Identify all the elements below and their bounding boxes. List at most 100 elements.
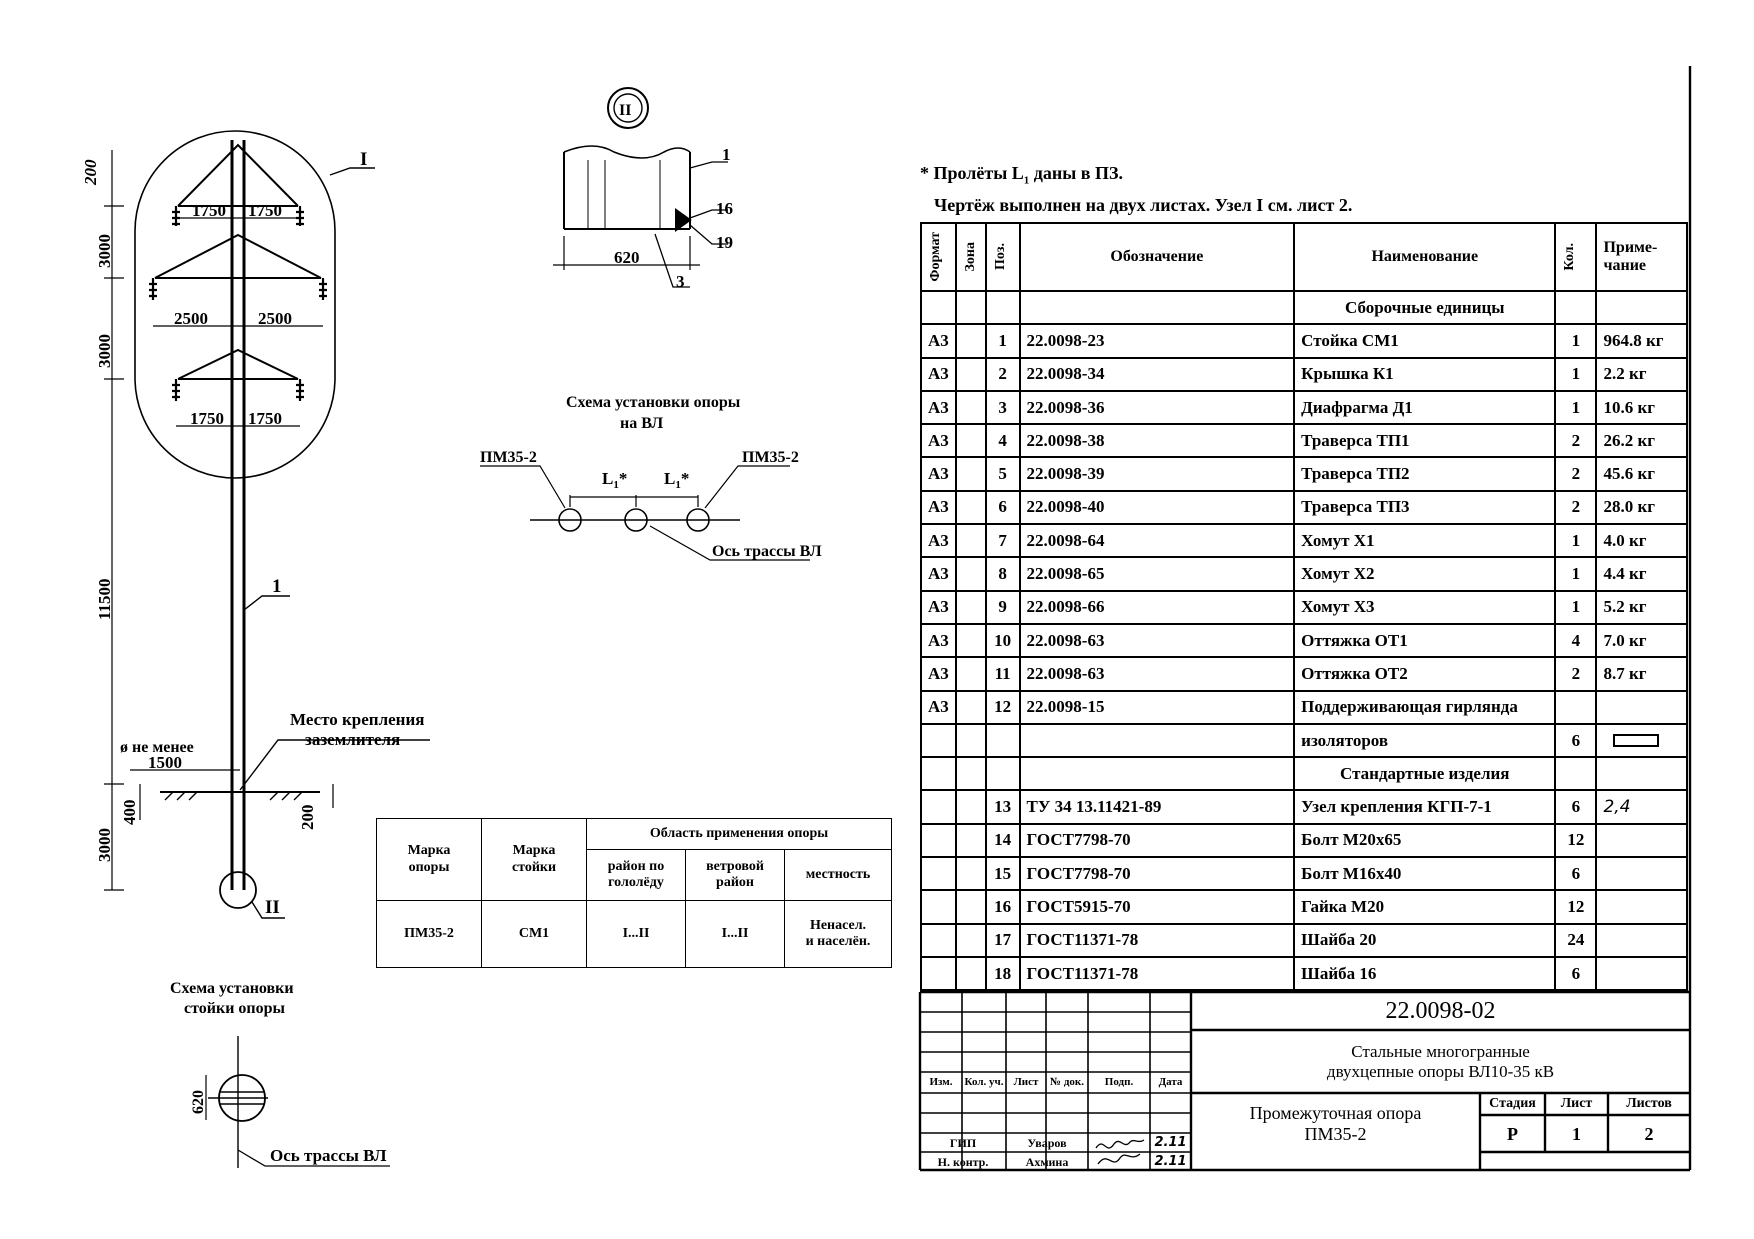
spec-cell-name: Хомут Х2 bbox=[1293, 556, 1557, 592]
dim-3000-b: 3000 bbox=[95, 334, 114, 368]
spec-cell-zone bbox=[954, 955, 987, 992]
node-callout-1: 1 bbox=[722, 145, 731, 164]
spec-cell-qty: 2 bbox=[1554, 456, 1598, 492]
spec-cell-format bbox=[920, 955, 957, 992]
spec-cell-qty: 12 bbox=[1554, 889, 1598, 925]
section-row: Стандартные изделия bbox=[920, 756, 1688, 792]
spec-cell-designation: ГОСТ11371-78 bbox=[1018, 922, 1296, 958]
stand-scheme-title-2: стойки опоры bbox=[184, 1000, 286, 1017]
spec-cell-note bbox=[1595, 722, 1688, 759]
spec-cell-format bbox=[920, 889, 957, 925]
col-izm: Изм. bbox=[929, 1076, 953, 1088]
spec-cell-zone bbox=[954, 822, 987, 859]
sheet-label: Лист bbox=[1560, 1096, 1593, 1111]
spec-cell-note bbox=[1595, 955, 1688, 992]
pole-drawing: 200 3000 3000 11500 3000 400 200 1750 17… bbox=[81, 87, 822, 1168]
signer-role-2: Н. контр. bbox=[937, 1155, 989, 1169]
spec-cell-zone bbox=[954, 323, 987, 359]
spec-cell-name: Оттяжка ОТ1 bbox=[1293, 622, 1557, 659]
node-callout-3: 3 bbox=[676, 272, 685, 291]
spec-cell-format: А3 bbox=[920, 456, 957, 492]
spec-cell-qty: 6 bbox=[1554, 789, 1598, 825]
spec-cell-designation: 22.0098-40 bbox=[1018, 489, 1296, 526]
spec-header-name: Наименование bbox=[1293, 222, 1557, 292]
spec-cell-pos: 2 bbox=[984, 356, 1021, 392]
spec-cell-zone bbox=[954, 789, 987, 825]
spec-cell-format: А3 bbox=[920, 689, 957, 725]
spec-cell-qty: 1 bbox=[1554, 389, 1598, 426]
dim-2500-b: 2500 bbox=[258, 309, 292, 328]
spec-cell-zone bbox=[954, 489, 987, 526]
spec-cell-qty bbox=[1554, 689, 1598, 725]
spec-cell-qty: 6 bbox=[1554, 856, 1598, 892]
section-standard: Стандартные изделия bbox=[1293, 756, 1557, 792]
spec-cell-name: Хомут Х3 bbox=[1293, 589, 1557, 625]
spec-cell-name: Болт М16х40 bbox=[1293, 856, 1557, 892]
spec-cell-note: 4.0 кг bbox=[1595, 523, 1688, 559]
spec-cell-format bbox=[920, 822, 957, 859]
dim-400: 400 bbox=[120, 800, 139, 826]
spec-cell-zone bbox=[954, 889, 987, 925]
signer-date-2: 2.11 bbox=[1154, 1154, 1187, 1169]
spec-cell-designation: 22.0098-63 bbox=[1018, 656, 1296, 692]
spec-cell-designation: ГОСТ7798-70 bbox=[1018, 822, 1296, 859]
dim-3000-c: 3000 bbox=[95, 828, 114, 862]
spec-cell-name: Траверса ТП2 bbox=[1293, 456, 1557, 492]
line-scheme-pole-left: ПМ35-2 bbox=[480, 449, 537, 466]
note-sheets: Чертёж выполнен на двух листах. Узел I с… bbox=[934, 195, 1353, 215]
spec-cell-name: Поддерживающая гирлянда bbox=[1293, 689, 1557, 725]
spec-cell-pos: 1 bbox=[984, 323, 1021, 359]
sheets-value: 2 bbox=[1644, 1124, 1654, 1144]
spec-cell-name: Хомут Х1 bbox=[1293, 523, 1557, 559]
dim-3000-a: 3000 bbox=[95, 234, 114, 268]
spec-cell-pos: 5 bbox=[984, 456, 1021, 492]
spec-cell-pos: 18 bbox=[984, 955, 1021, 992]
spec-cell-name: Болт М20х65 bbox=[1293, 822, 1557, 859]
col-list: Лист bbox=[1013, 1076, 1039, 1088]
app-row-terrain: Ненасел.и населён. bbox=[784, 900, 892, 968]
spec-cell-note: 45.6 кг bbox=[1595, 456, 1688, 492]
spec-cell-pos: 14 bbox=[984, 822, 1021, 859]
rectangle-symbol-icon bbox=[1613, 734, 1660, 747]
spec-cell-designation bbox=[1018, 722, 1296, 759]
spec-cell-format: А3 bbox=[920, 356, 957, 392]
spec-cell-note: 7.0 кг bbox=[1595, 622, 1688, 659]
spec-cell-name: Шайба 20 bbox=[1293, 922, 1557, 958]
spec-table: Формат Зона Поз. Обозначение Наименовани… bbox=[920, 222, 1688, 992]
dim-200-b: 200 bbox=[298, 805, 317, 831]
spec-cell-designation: ГОСТ11371-78 bbox=[1018, 955, 1296, 992]
signer-role-1: ГИП bbox=[949, 1136, 977, 1150]
spec-cell-note: 8.7 кг bbox=[1595, 656, 1688, 692]
dim-1750-d: 1750 bbox=[248, 409, 282, 428]
spec-cell-format: А3 bbox=[920, 656, 957, 692]
spec-cell-format: А3 bbox=[920, 489, 957, 526]
spec-cell-qty: 1 bbox=[1554, 556, 1598, 592]
ground-label-1: Место крепления bbox=[290, 710, 424, 729]
spec-cell-name: Гайка М20 bbox=[1293, 889, 1557, 925]
dim-200: 200 bbox=[81, 159, 100, 186]
spec-cell-pos: 3 bbox=[984, 389, 1021, 426]
spec-cell-designation: ГОСТ7798-70 bbox=[1018, 856, 1296, 892]
section-row: Сборочные единицы bbox=[920, 289, 1688, 326]
col-doc: № док. bbox=[1050, 1076, 1084, 1088]
svg-text:L1*: L1* bbox=[664, 469, 689, 491]
spec-cell-name: Крышка К1 bbox=[1293, 356, 1557, 392]
note-spans: * Пролёты L1 даны в ПЗ. bbox=[920, 163, 1124, 187]
spec-cell-designation: ГОСТ5915-70 bbox=[1018, 889, 1296, 925]
spec-cell-pos: 12 bbox=[984, 689, 1021, 725]
spec-cell-note: 5.2 кг bbox=[1595, 589, 1688, 625]
spec-cell-note: 964.8 кг bbox=[1595, 323, 1688, 359]
spec-cell-name: Диафрагма Д1 bbox=[1293, 389, 1557, 426]
signature bbox=[1095, 1139, 1145, 1165]
spec-cell-name: Узел крепления КГП-7-1 bbox=[1293, 789, 1557, 825]
spec-cell-qty: 6 bbox=[1554, 955, 1598, 992]
